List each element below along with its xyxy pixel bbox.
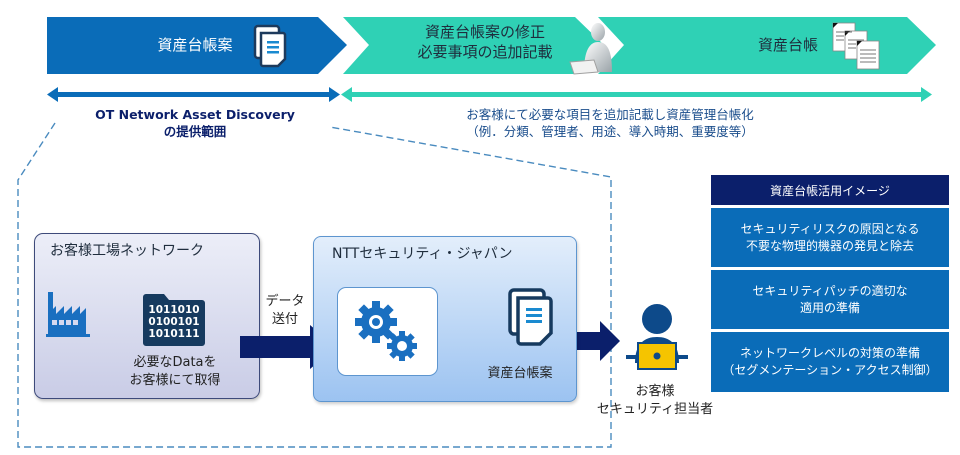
security-officer-label: お客様 セキュリティ担当者 [585,383,725,419]
customer-scope-label-line1: お客様にて必要な項目を追加記載し資産管理台帳化 [466,107,754,122]
usage-item-line2: 適用の準備 [799,300,860,315]
factory-caption-line2: お客様にて取得 [129,373,221,388]
customer-scope-label-line2: （例．分類、管理者、用途、導入時期、重要度等） [466,124,754,139]
provider-scope-label-line1: OT Network Asset Discovery [95,107,295,122]
data-transfer-label: データ 送付 [255,293,315,329]
person-laptop-icon [568,20,616,80]
processing-engine-box [337,287,438,376]
usage-item-line2: 不要な物理的機器の発見と除去 [745,238,914,253]
usage-item-line1: ネットワークレベルの対策の準備 [739,346,920,360]
usage-item-line1: セキュリティパッチの適切な [752,283,908,298]
data-transfer-arrow [240,325,336,369]
binary-line: 1010111 [148,328,200,340]
provider-scope-arrow [47,87,340,102]
provider-scope-label: OT Network Asset Discovery の提供範囲 [60,106,330,140]
asset-ledger-draft-icon [508,288,554,352]
factory-caption: 必要なDataを お客様にて取得 [100,354,250,390]
stage-label-ledger: 資産台帳 [757,36,818,54]
provider-scope-label-line2: の提供範囲 [163,124,227,139]
stage-label-edit-line2: 必要事項の追加記載 [417,43,553,61]
usage-item: セキュリティリスクの原因となる 不要な物理的機器の発見と除去 [711,208,949,267]
documents-stack-icon [832,22,884,76]
security-officer-icon [621,303,693,377]
factory-network-title: お客様工場ネットワーク [50,243,204,259]
factory-icon [46,292,90,342]
ntt-security-title: NTTセキュリティ・ジャパン [332,246,513,262]
usage-item: ネットワークレベルの対策の準備 （セグメンテーション・アクセス制御） [711,332,949,392]
usage-panel-header: 資産台帳活用イメージ [711,175,949,205]
asset-ledger-draft-label: 資産台帳案 [487,366,553,381]
customer-scope-label: お客様にて必要な項目を追加記載し資産管理台帳化 （例．分類、管理者、用途、導入時… [430,106,790,140]
data-transfer-label-line1: データ [265,294,305,309]
stage-label-edit: 資産台帳案の修正 必要事項の追加記載 [400,22,570,62]
factory-caption-line1: 必要なDataを [133,355,217,370]
delivery-arrow [562,321,620,361]
usage-item-line1: セキュリティリスクの原因となる [740,221,920,236]
binary-data-folder-icon: 1011010 0100101 1010111 [143,294,205,346]
stage-label-draft: 資産台帳案 [157,36,233,54]
stage-chevron-edit [343,17,604,74]
binary-line: 1011010 [148,304,200,316]
document-copy-icon [253,24,287,72]
customer-scope-arrow [341,87,932,102]
stage-label-edit-line1: 資産台帳案の修正 [424,23,545,41]
usage-item: セキュリティパッチの適切な 適用の準備 [711,270,949,329]
binary-data-text: 1011010 0100101 1010111 [143,304,205,340]
gears-icon [355,301,417,361]
security-officer-label-line1: お客様 [635,384,675,399]
usage-item-line2: （セグメンテーション・アクセス制御） [722,363,938,377]
binary-line: 0100101 [148,316,200,328]
security-officer-label-line2: セキュリティ担当者 [596,402,714,417]
data-transfer-label-line2: 送付 [271,312,298,327]
